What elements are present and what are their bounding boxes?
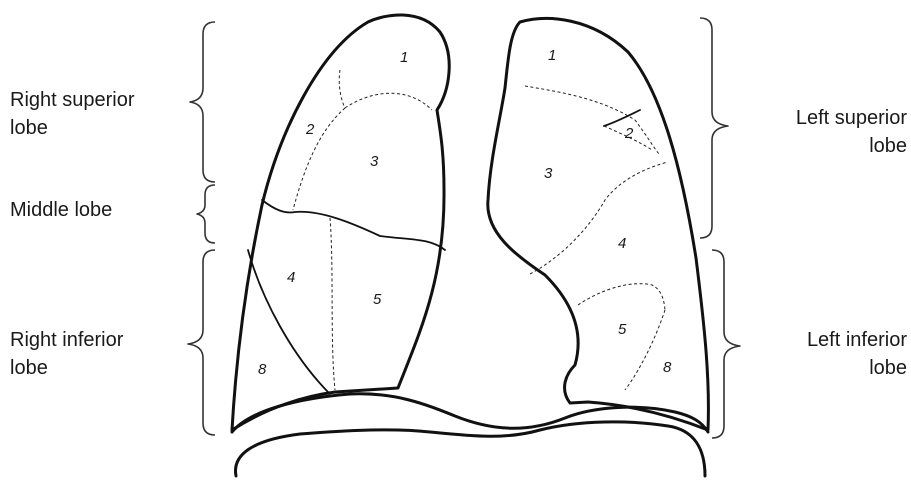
right-segment-3: 3 <box>370 153 379 170</box>
left-segment-4: 4 <box>618 235 626 252</box>
diaphragm-lower <box>236 422 705 476</box>
label-middle-text: Middle lobe <box>10 196 112 224</box>
left-oblique-fissure <box>525 86 660 155</box>
left-lung-outline <box>488 18 709 430</box>
right-segment-4: 4 <box>287 269 295 286</box>
brace-right-inferior <box>188 250 215 435</box>
label-left-superior-line2: lobe <box>796 132 907 160</box>
label-right-inferior-line2: lobe <box>10 354 123 382</box>
right-segment-1: 1 <box>400 49 408 66</box>
right-horizontal-fissure <box>262 200 445 250</box>
label-left-inferior-line1: Left inferior <box>807 326 907 354</box>
right-seg-4-5-border <box>330 218 335 390</box>
label-left-inferior-line2: lobe <box>807 354 907 382</box>
label-left-inferior-lobe: Left inferior lobe <box>807 326 907 382</box>
label-left-superior-line1: Left superior <box>796 104 907 132</box>
label-right-superior-line2: lobe <box>10 114 135 142</box>
right-seg-2-3-border <box>293 93 432 210</box>
label-right-inferior-line1: Right inferior <box>10 326 123 354</box>
left-seg-4-5-border <box>578 284 665 310</box>
brace-left-superior <box>700 18 728 238</box>
brace-left-inferior <box>712 250 740 438</box>
left-segment-3: 3 <box>544 165 553 182</box>
left-segment-1: 1 <box>548 47 556 64</box>
brace-middle <box>197 185 215 243</box>
left-segment-8: 8 <box>663 359 672 376</box>
right-segment-5: 5 <box>373 291 382 308</box>
diaphragm-upper <box>232 394 708 432</box>
right-segment-8: 8 <box>258 361 267 378</box>
label-left-superior-lobe: Left superior lobe <box>796 104 907 160</box>
brace-right-superior <box>190 22 215 182</box>
left-segment-5: 5 <box>618 321 627 338</box>
right-segment-2: 2 <box>305 121 315 138</box>
right-seg-1-2-border <box>339 70 345 108</box>
label-middle-lobe: Middle lobe <box>10 196 112 224</box>
label-right-superior-line1: Right superior <box>10 86 135 114</box>
label-right-superior-lobe: Right superior lobe <box>10 86 135 142</box>
left-segment-2: 2 <box>624 125 634 142</box>
left-seg-5-8-border <box>625 310 665 390</box>
label-right-inferior-lobe: Right inferior lobe <box>10 326 123 382</box>
